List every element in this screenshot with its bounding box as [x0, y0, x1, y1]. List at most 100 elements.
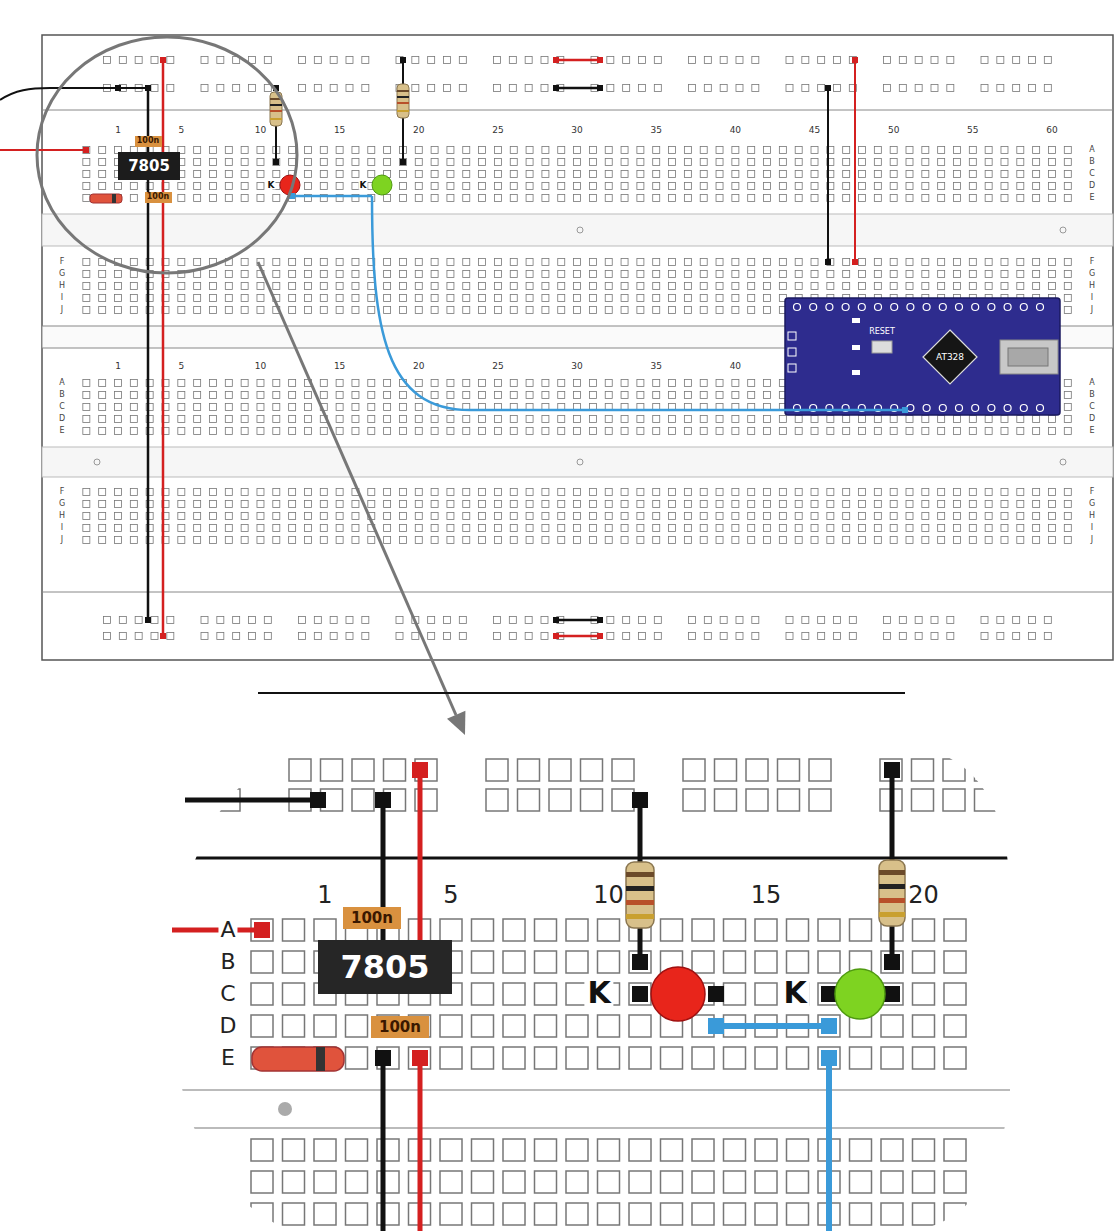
reset-button [872, 341, 892, 353]
breadboard-hole [1017, 537, 1024, 544]
breadboard-hole [684, 159, 691, 166]
breadboard-hole [283, 919, 305, 941]
breadboard-hole [1001, 525, 1008, 532]
breadboard-hole [605, 171, 612, 178]
breadboard-hole [558, 295, 565, 302]
breadboard-hole [463, 159, 470, 166]
breadboard-hole [273, 489, 280, 496]
breadboard-hole [629, 983, 651, 1005]
breadboard-hole [1064, 380, 1071, 387]
wire-end [553, 633, 559, 639]
breadboard-hole [194, 380, 201, 387]
breadboard-hole [684, 525, 691, 532]
breadboard-hole [985, 537, 992, 544]
breadboard-hole [732, 489, 739, 496]
breadboard-hole [99, 183, 106, 190]
breadboard-hole [732, 416, 739, 423]
breadboard-hole [440, 919, 462, 941]
breadboard-hole [178, 259, 185, 266]
breadboard-hole [558, 537, 565, 544]
breadboard-hole [273, 392, 280, 399]
breadboard-hole [1064, 295, 1071, 302]
breadboard-hole [969, 428, 976, 435]
breadboard-hole [526, 307, 533, 314]
breadboard-hole [479, 513, 486, 520]
breadboard-hole [1064, 416, 1071, 423]
breadboard-hole [526, 183, 533, 190]
breadboard-hole [874, 195, 881, 202]
breadboard-hole [479, 159, 486, 166]
breadboard-hole [795, 195, 802, 202]
wire-end [597, 617, 603, 623]
breadboard-hole [621, 501, 628, 508]
breadboard-hole [83, 501, 90, 508]
breadboard-hole [605, 183, 612, 190]
breadboard-hole [859, 416, 866, 423]
breadboard-hole [605, 307, 612, 314]
breadboard-hole [289, 392, 296, 399]
breadboard-hole [526, 171, 533, 178]
breadboard-hole [412, 633, 419, 640]
breadboard-hole [304, 159, 311, 166]
breadboard-hole [130, 307, 137, 314]
breadboard-hole [811, 501, 818, 508]
breadboard-hole [299, 57, 306, 64]
breadboard-hole [1064, 195, 1071, 202]
breadboard-hole [724, 1203, 746, 1225]
breadboard-hole [589, 195, 596, 202]
breadboard-hole [447, 159, 454, 166]
breadboard-hole [217, 633, 224, 640]
breadboard-hole [716, 307, 723, 314]
breadboard-hole [1013, 617, 1020, 624]
channel-marker [577, 227, 583, 233]
row-letter: A [59, 379, 64, 387]
breadboard-hole [716, 525, 723, 532]
breadboard-hole [637, 307, 644, 314]
breadboard-hole [459, 57, 466, 64]
breadboard-hole [289, 259, 296, 266]
breadboard-hole [764, 195, 771, 202]
breadboard-hole [518, 789, 540, 811]
breadboard-hole [542, 183, 549, 190]
breadboard-hole [352, 171, 359, 178]
breadboard-hole [459, 617, 466, 624]
breadboard-hole [526, 147, 533, 154]
breadboard-hole [947, 633, 954, 640]
breadboard-hole [787, 1203, 809, 1225]
breadboard-hole [1013, 633, 1020, 640]
breadboard-hole [786, 617, 793, 624]
breadboard-hole [1006, 759, 1028, 781]
breadboard-hole [778, 789, 800, 811]
breadboard-hole [574, 183, 581, 190]
column-number: 15 [334, 362, 345, 371]
breadboard-hole [479, 271, 486, 278]
breadboard-hole [1048, 513, 1055, 520]
breadboard-hole [938, 183, 945, 190]
breadboard-hole [494, 57, 501, 64]
breadboard-hole [431, 380, 438, 387]
breadboard-hole [605, 380, 612, 387]
breadboard-hole [1001, 501, 1008, 508]
row-letter: E [219, 1047, 237, 1069]
ground-wire [827, 88, 829, 262]
breadboard-hole [795, 271, 802, 278]
breadboard-hole [700, 147, 707, 154]
breadboard-hole [653, 501, 660, 508]
wire-end [375, 1050, 391, 1066]
breadboard-hole [431, 513, 438, 520]
breadboard-hole [399, 404, 406, 411]
breadboard-hole [104, 617, 111, 624]
breadboard-hole [494, 183, 501, 190]
breadboard-hole [558, 271, 565, 278]
breadboard-hole [225, 295, 232, 302]
breadboard-hole [684, 392, 691, 399]
column-number: 30 [571, 126, 582, 135]
breadboard-hole [1064, 404, 1071, 411]
breadboard-hole [83, 416, 90, 423]
breadboard-hole [526, 295, 533, 302]
breadboard-hole [368, 501, 375, 508]
breadboard-hole [368, 392, 375, 399]
breadboard-hole [764, 183, 771, 190]
breadboard-hole [542, 271, 549, 278]
